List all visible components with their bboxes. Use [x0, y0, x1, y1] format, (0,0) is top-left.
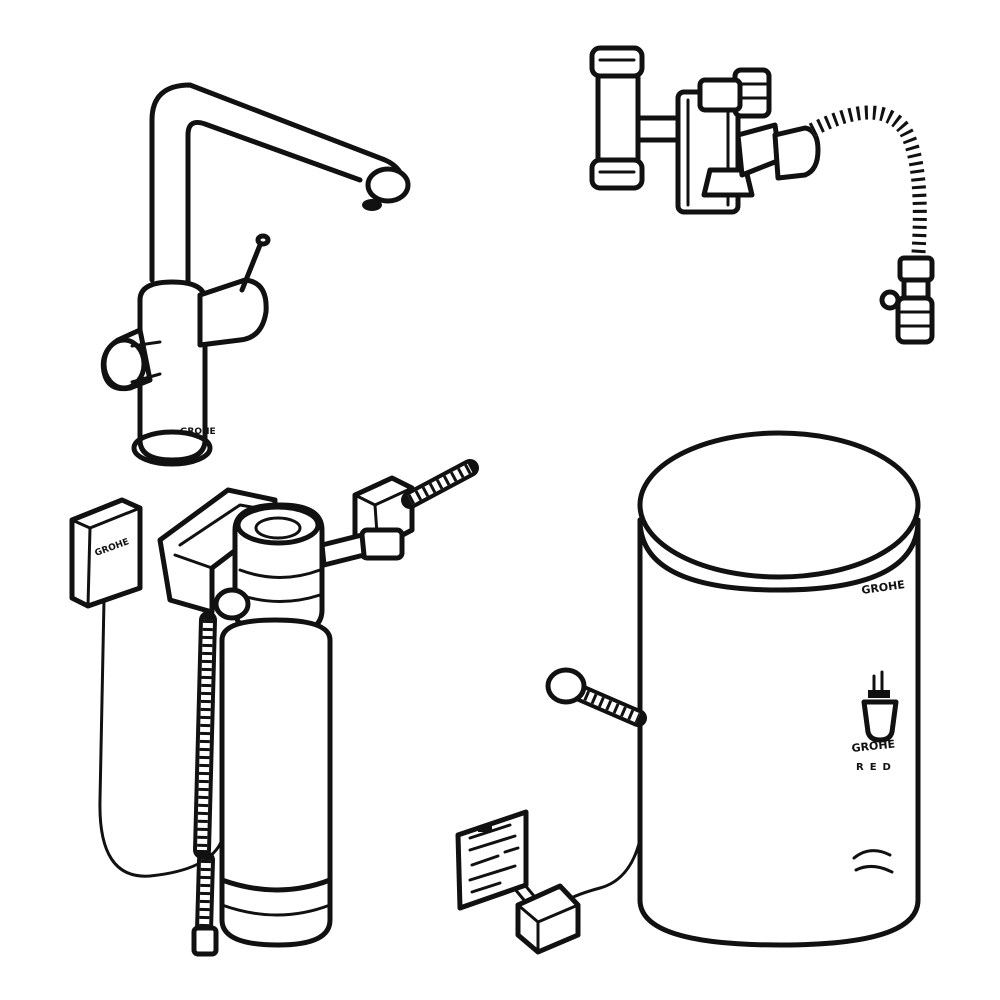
hot-water-cup-icon: [861, 670, 899, 743]
faucet-logo: GROHE: [180, 427, 216, 437]
tank-logo: GROHE: [861, 578, 906, 597]
tank-logo-secondary: GROHE: [851, 737, 896, 754]
filter-unit: GROHE: [69, 459, 479, 957]
faucet: GROHE: [100, 82, 411, 467]
boiler-tank: GROHE GROHE RED: [455, 430, 921, 955]
valve-assembly: [589, 45, 935, 345]
tank-model-letters: RED: [856, 762, 897, 773]
power-plug-icon: [512, 882, 581, 955]
rating-plate-icon: [455, 809, 529, 911]
